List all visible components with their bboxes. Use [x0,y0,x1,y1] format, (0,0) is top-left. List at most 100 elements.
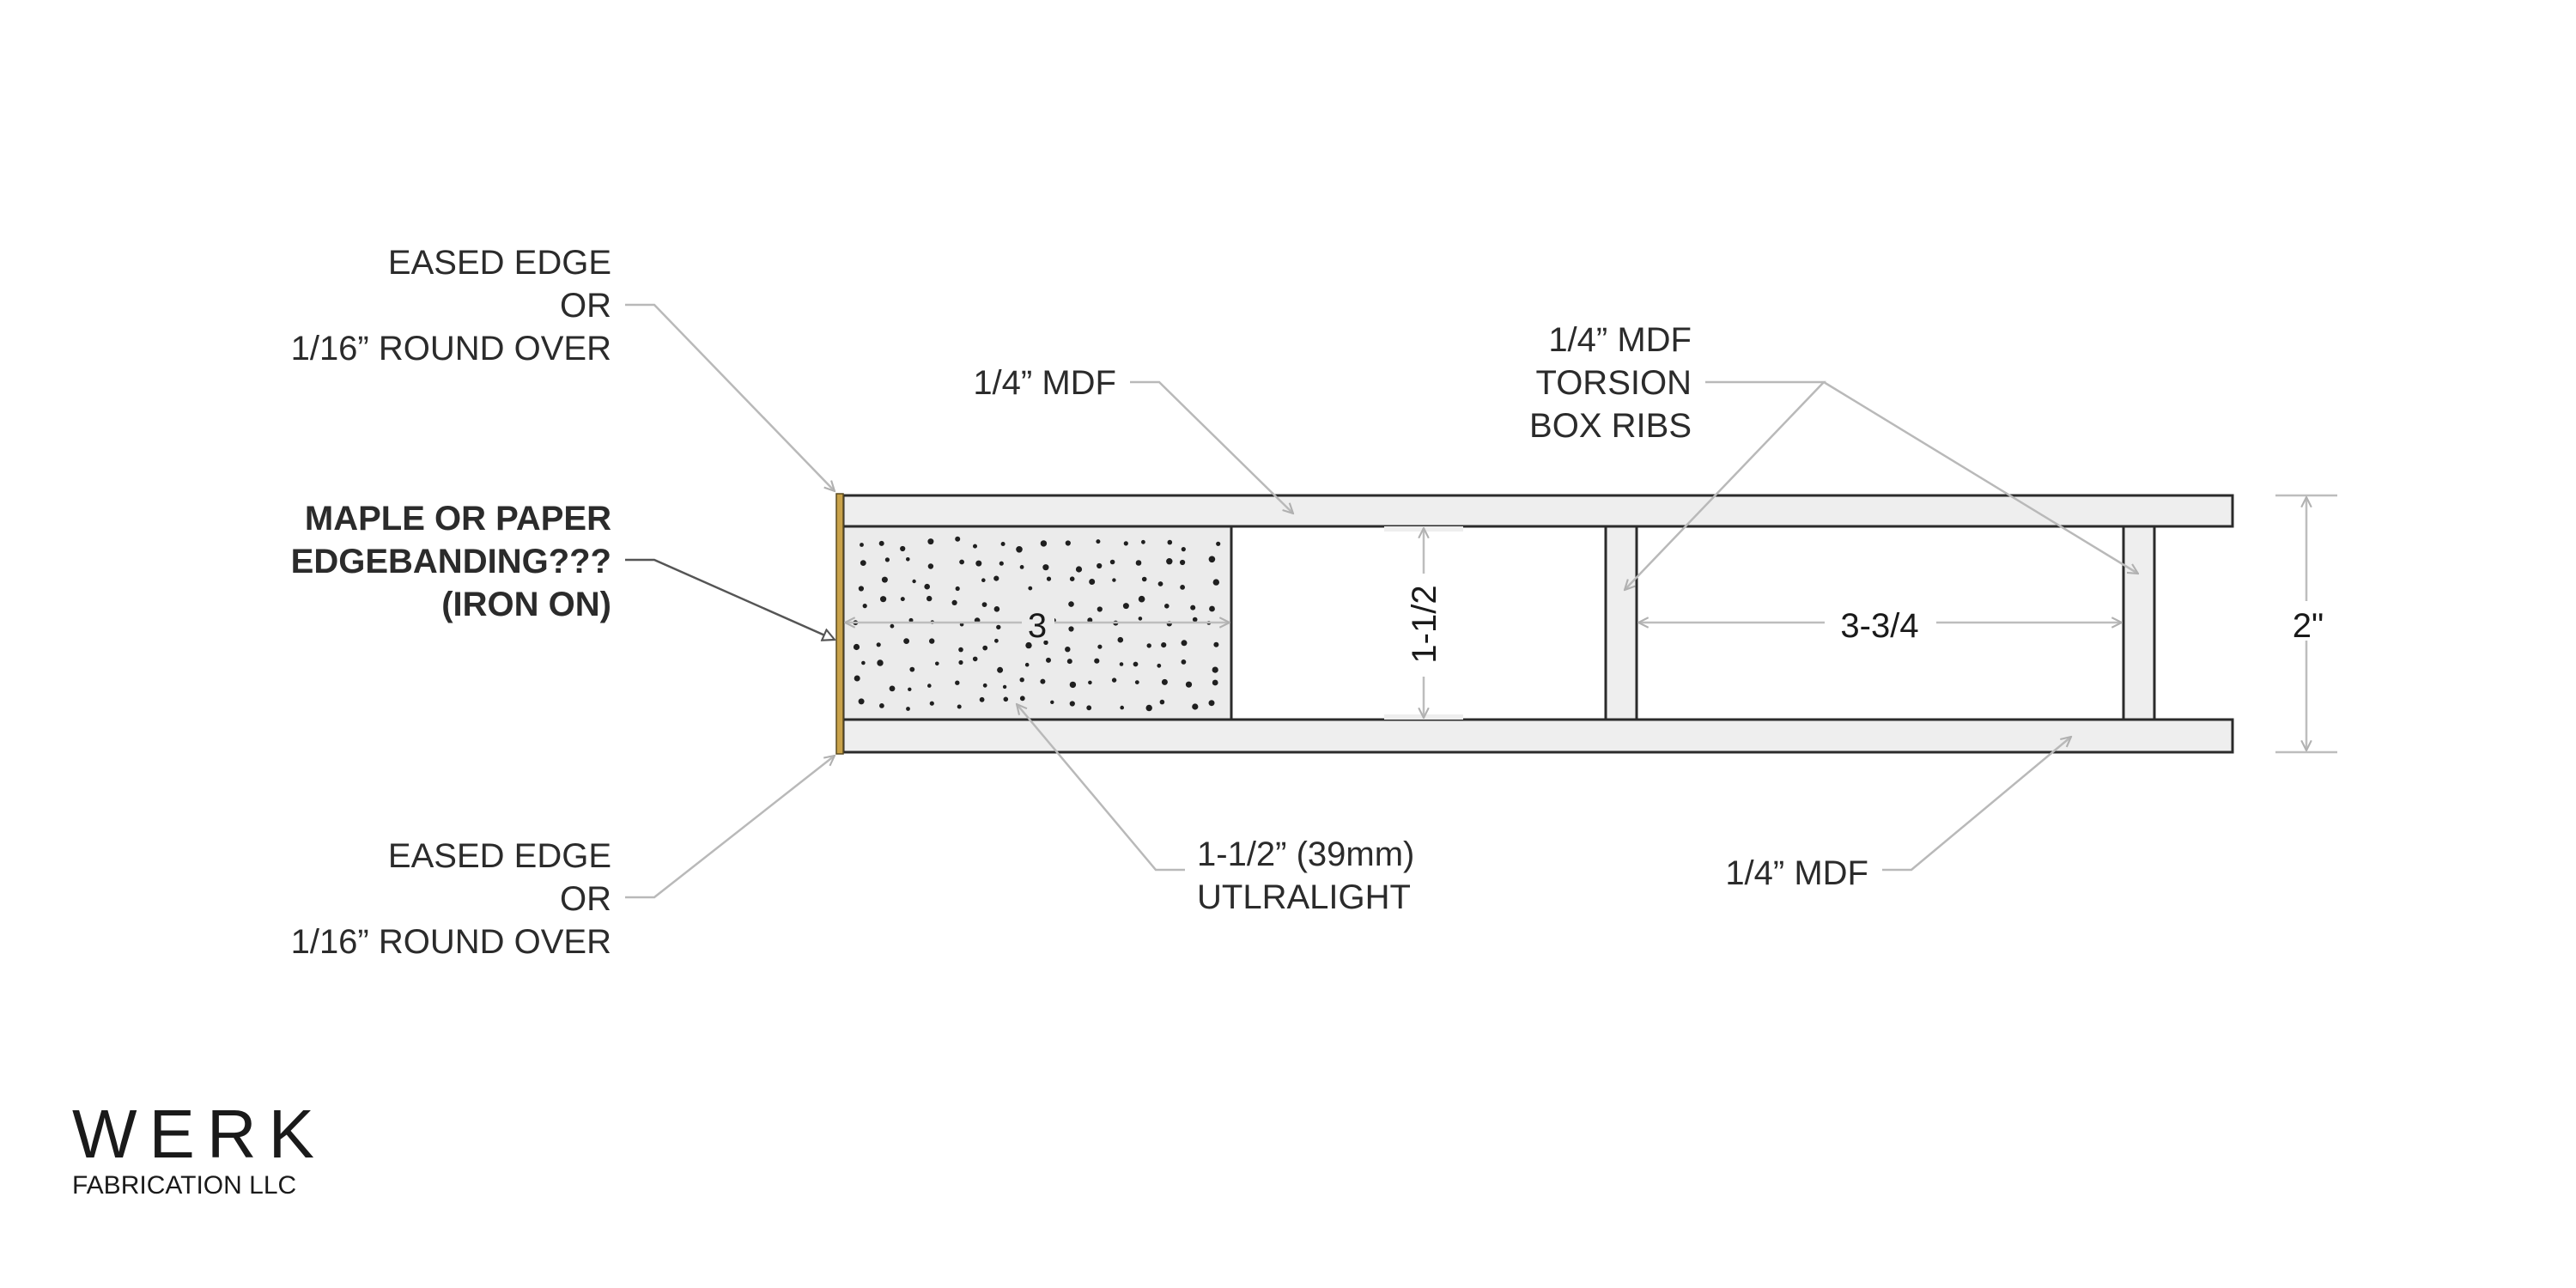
core-texture-dot [1141,576,1147,582]
callout-torsion-ribs: 1/4” MDF TORSION BOX RIBS [1529,321,2138,590]
core-texture-dot [1180,559,1186,566]
core-texture-dot [1019,677,1024,683]
core-texture-dot [906,707,910,711]
core-texture-dot [1046,657,1051,663]
core-texture-dot [1024,662,1030,667]
core-texture-dot [1164,604,1170,609]
core-texture-dot [1213,641,1219,647]
callout-edgebanding: MAPLE OR PAPER EDGEBANDING??? (IRON ON) [291,500,835,640]
dimension-core-height: 1-1/2 [1400,528,1448,718]
core-texture-dot [912,579,916,584]
core-texture-dot [1096,539,1101,544]
edgebanding-line-1: MAPLE OR PAPER [305,500,611,538]
eased-edge-top-line-1: EASED EDGE [388,244,611,282]
core-texture-dot [997,666,1004,673]
core-texture-dot [994,638,999,643]
core-texture-dot [1065,647,1071,653]
core-texture-dot [903,638,909,644]
core-texture-dot [955,536,961,542]
edgebanding-strip [835,493,844,755]
mdf-bottom-label: 1/4” MDF [1725,854,1868,892]
core-texture-dot [973,544,977,549]
torsion-ribs-line-1: 1/4” MDF [1548,321,1692,359]
core-texture-dot [1025,641,1032,649]
core-texture-dot [1028,586,1033,591]
core-texture-dot [1069,681,1077,689]
core-texture-dot [1166,558,1173,565]
core-texture-dot [1000,542,1005,546]
core-texture-dot [958,647,963,653]
dimension-rib-spacing: 3-3/4 [1638,601,2122,645]
core-texture-dot [957,704,962,709]
core-texture-dot [993,606,1000,612]
core-texture-dot [1019,696,1025,702]
core-texture-dot [854,675,860,682]
core-texture-dot [1145,704,1152,712]
core-texture-dot [878,540,884,546]
core-texture-dot [981,578,986,582]
core-texture-dot [1097,644,1103,649]
core-texture-dot [1086,705,1092,711]
core-texture-dot [1161,642,1167,648]
torsion-rib-right [2122,525,2156,721]
core-texture-dot [1040,678,1046,684]
core-texture-dot [1181,547,1186,552]
core-texture-dot [1019,565,1024,569]
core-texture-dot [1068,626,1074,632]
core-texture-dot [1120,705,1124,710]
core-texture-dot [862,604,867,609]
core-texture-dot [1043,640,1048,645]
core-texture-dot [1208,700,1215,707]
core-texture-dot [1138,617,1143,621]
dimension-overall-height: 2" [2275,494,2337,754]
logo-subtitle: FABRICATION LLC [72,1171,296,1200]
core-texture-dot [924,583,930,590]
core-line-2: UTLRALIGHT [1197,878,1411,916]
core-texture-dot [1050,700,1054,704]
core-texture-dot [1117,636,1124,643]
core-texture-dot [1111,677,1117,683]
core-texture-dot [999,561,1004,566]
core-texture-dot [860,560,866,566]
eased-edge-bottom-line-2: OR [560,880,611,918]
core-texture-dot [1069,576,1075,581]
core-width-label: 3 [1028,607,1047,645]
core-texture-dot [929,638,935,644]
rib-spacing-label: 3-3/4 [1840,607,1918,645]
core-texture-dot [982,683,987,688]
core-texture-dot [975,560,982,567]
core-texture-dot [1138,595,1145,603]
eased-edge-bottom-line-1: EASED EDGE [388,837,611,875]
core-texture-dot [1112,578,1116,582]
dimension-core-width: 3 [845,601,1230,645]
core-texture-dot [860,543,864,547]
callout-core: 1-1/2” (39mm) UTLRALIGHT [1017,704,1414,916]
core-line-1: 1-1/2” (39mm) [1197,835,1414,873]
core-texture-dot [1157,581,1163,586]
core-texture-dot [1133,661,1139,667]
core-texture-dot [1167,539,1173,545]
core-texture-dot [1065,540,1071,546]
core-texture-dot [1212,666,1218,673]
core-texture-dot [884,557,890,562]
torsion-ribs-line-2: TORSION [1535,364,1692,402]
torsion-ribs-line-3: BOX RIBS [1529,407,1692,445]
core-texture-dot [929,701,934,706]
eased-edge-top-line-3: 1/16” ROUND OVER [291,330,611,368]
core-texture-dot [1216,541,1221,546]
core-texture-dot [951,599,957,606]
core-texture-dot [880,596,887,603]
core-texture-dot [1134,680,1139,684]
core-texture-dot [1161,678,1168,685]
core-height-label: 1-1/2 [1406,585,1443,663]
top-mdf-skin [841,494,2234,528]
core-texture-dot [1190,605,1196,611]
core-texture-dot [900,597,905,602]
core-texture-dot [1097,606,1103,612]
eased-edge-bottom-line-3: 1/16” ROUND OVER [291,923,611,961]
core-texture-dot [1135,560,1142,566]
bottom-mdf-skin [841,718,2234,754]
core-texture-dot [908,687,912,691]
core-texture-dot [1185,681,1193,688]
